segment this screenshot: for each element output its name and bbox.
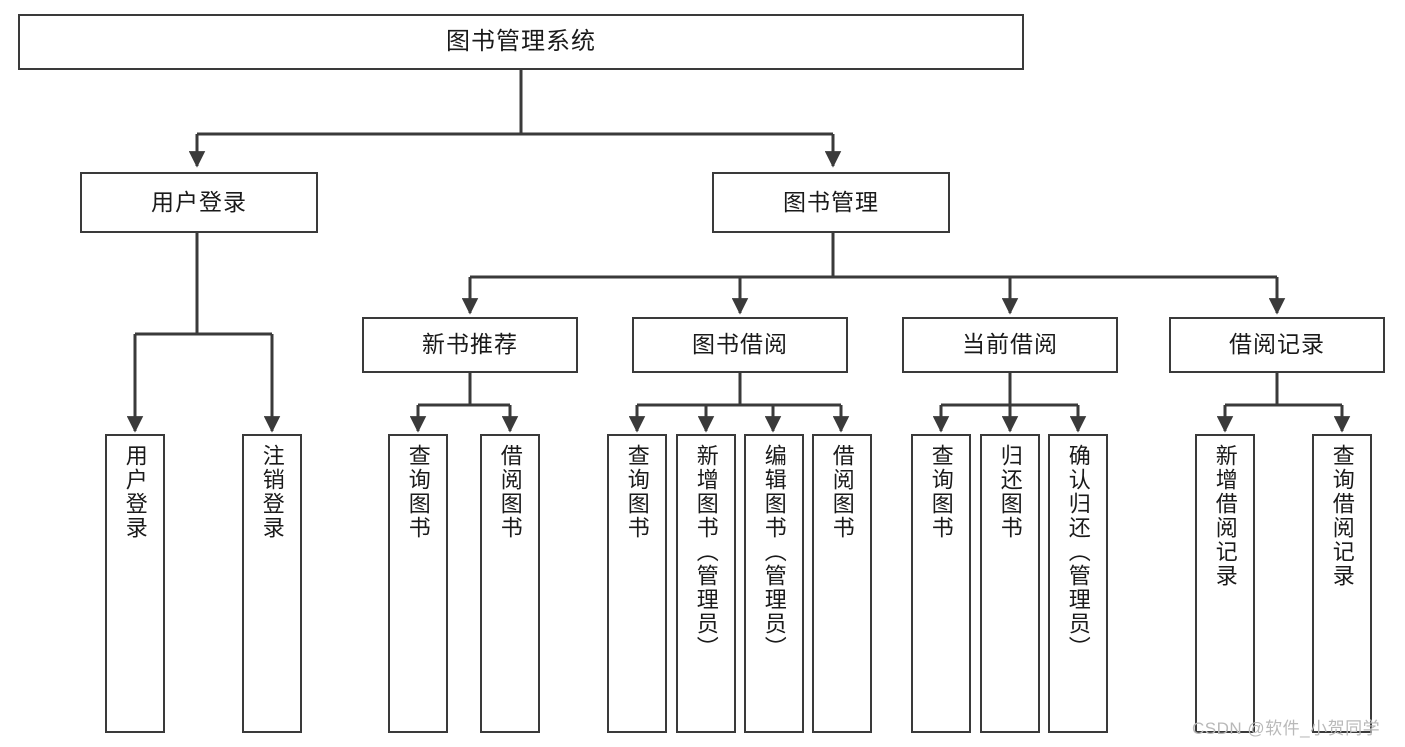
node-leaf-confirm-return[interactable]: 确认归还（管理员）	[1048, 434, 1108, 733]
node-book-borrow-label: 图书借阅	[692, 331, 788, 358]
node-user-login[interactable]: 用户登录	[80, 172, 318, 233]
csdn-watermark: CSDN @软件_小贺同学	[1192, 719, 1381, 738]
node-leaf-borrow-book-2-label: 借阅图书	[829, 444, 855, 540]
node-new-book-recommend[interactable]: 新书推荐	[362, 317, 578, 373]
node-leaf-user-login-label: 用户登录	[122, 444, 148, 540]
node-leaf-logout-login[interactable]: 注销登录	[242, 434, 302, 733]
node-leaf-return-book[interactable]: 归还图书	[980, 434, 1040, 733]
node-book-management-label: 图书管理	[783, 188, 879, 215]
node-leaf-borrow-book-1[interactable]: 借阅图书	[480, 434, 540, 733]
node-current-borrow[interactable]: 当前借阅	[902, 317, 1118, 373]
node-leaf-user-login[interactable]: 用户登录	[105, 434, 165, 733]
node-leaf-query-book-3[interactable]: 查询图书	[911, 434, 971, 733]
node-book-management[interactable]: 图书管理	[712, 172, 950, 233]
node-leaf-query-record[interactable]: 查询借阅记录	[1312, 434, 1372, 733]
node-leaf-add-record-label: 新增借阅记录	[1212, 444, 1238, 588]
node-leaf-edit-book[interactable]: 编辑图书（管理员）	[744, 434, 804, 733]
node-leaf-add-record[interactable]: 新增借阅记录	[1195, 434, 1255, 733]
node-user-login-label: 用户登录	[151, 188, 247, 215]
node-leaf-query-book-1[interactable]: 查询图书	[388, 434, 448, 733]
node-leaf-add-book-label: 新增图书（管理员）	[693, 444, 719, 660]
node-leaf-query-book-3-label: 查询图书	[928, 444, 954, 540]
node-leaf-edit-book-label: 编辑图书（管理员）	[761, 444, 787, 660]
node-book-borrow[interactable]: 图书借阅	[632, 317, 848, 373]
node-new-book-recommend-label: 新书推荐	[422, 331, 518, 358]
node-leaf-query-book-2[interactable]: 查询图书	[607, 434, 667, 733]
node-leaf-query-book-2-label: 查询图书	[624, 444, 650, 540]
node-leaf-logout-login-label: 注销登录	[259, 444, 285, 540]
node-borrow-record[interactable]: 借阅记录	[1169, 317, 1385, 373]
node-leaf-borrow-book-2[interactable]: 借阅图书	[812, 434, 872, 733]
node-leaf-borrow-book-1-label: 借阅图书	[497, 444, 523, 540]
node-borrow-record-label: 借阅记录	[1229, 331, 1325, 358]
node-leaf-query-record-label: 查询借阅记录	[1329, 444, 1355, 588]
node-leaf-return-book-label: 归还图书	[997, 444, 1023, 540]
node-current-borrow-label: 当前借阅	[962, 331, 1058, 358]
node-leaf-confirm-return-label: 确认归还（管理员）	[1065, 444, 1091, 660]
node-leaf-query-book-1-label: 查询图书	[405, 444, 431, 540]
node-root-system[interactable]: 图书管理系统	[18, 14, 1024, 70]
node-root-label: 图书管理系统	[446, 27, 596, 55]
node-leaf-add-book[interactable]: 新增图书（管理员）	[676, 434, 736, 733]
